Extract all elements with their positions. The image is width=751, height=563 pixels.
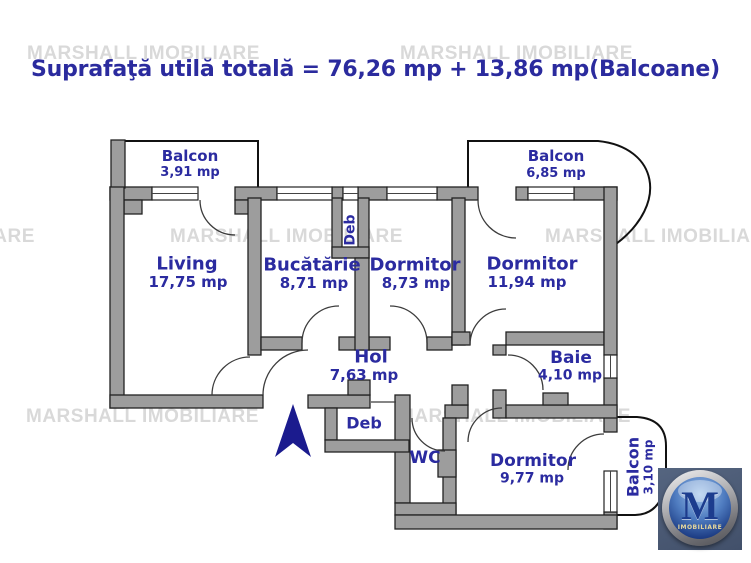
watermark-text: MARSHALL IMOBILIARE bbox=[545, 226, 751, 247]
room-area-bucatarie: 8,71 mp bbox=[279, 274, 349, 293]
windows bbox=[151, 186, 618, 513]
room-area-hol: 7,63 mp bbox=[329, 366, 399, 385]
watermark-text: MARSHALL IMOBILIARE bbox=[400, 43, 633, 64]
door-arcs bbox=[199, 199, 605, 471]
agency-logo: M IMOBILIARE bbox=[658, 468, 742, 550]
watermark-text: MARSHALL IMOBILIARE bbox=[170, 226, 403, 247]
room-area-dormitor-jos: 9,77 mp bbox=[499, 470, 565, 487]
room-area-baie: 4,10 mp bbox=[537, 367, 603, 384]
balcony-top-left-outline bbox=[111, 140, 259, 187]
room-label-balcon-jos-name: Balcon bbox=[623, 436, 643, 498]
agency-logo-ring: M IMOBILIARE bbox=[662, 470, 738, 546]
door-bucatarie bbox=[301, 305, 340, 344]
watermark-text: MARSHALL IMOBILIARE bbox=[26, 406, 259, 427]
room-area-dormitor-mare: 11,94 mp bbox=[487, 273, 567, 292]
room-label-living: Living bbox=[156, 253, 218, 275]
door-wc bbox=[411, 417, 446, 452]
room-label-hol: Hol bbox=[354, 346, 388, 368]
page-title: Suprafaţă utilă totală = 76,26 mp + 13,8… bbox=[31, 57, 720, 82]
agency-logo-circle: M IMOBILIARE bbox=[669, 477, 731, 539]
agency-logo-gloss bbox=[678, 480, 722, 502]
door-balcony-dormitor bbox=[477, 199, 517, 239]
agency-logo-subtext: IMOBILIARE bbox=[677, 524, 723, 531]
room-area-living: 17,75 mp bbox=[148, 273, 228, 292]
room-label-dormitor-mare: Dormitor bbox=[486, 253, 578, 275]
door-dormitor-977 bbox=[467, 407, 503, 443]
room-label-balcon-stanga-sus: Balcon bbox=[161, 147, 219, 166]
door-balcony-living bbox=[199, 199, 236, 236]
room-label-wc: WC bbox=[409, 448, 441, 469]
door-balcony-977 bbox=[567, 433, 605, 471]
balcony-top-right-outline bbox=[467, 140, 652, 245]
door-entry bbox=[262, 349, 309, 396]
room-area-balcon-jos: 3,10 mp bbox=[641, 439, 656, 495]
agency-logo-letter: M bbox=[681, 483, 719, 528]
room-area-dormitor-mic: 8,73 mp bbox=[381, 274, 451, 293]
door-living bbox=[211, 356, 251, 396]
north-arrow-icon bbox=[275, 404, 311, 457]
room-area-balcon-dreapta-sus: 6,85 mp bbox=[526, 166, 586, 182]
walls bbox=[109, 139, 618, 530]
watermark-text: MARSHALL IMOBILIARE bbox=[27, 43, 260, 64]
room-label-deb-jos: Deb bbox=[346, 413, 382, 433]
room-label-dormitor-jos: Dormitor bbox=[490, 451, 576, 472]
room-label-deb-sus: Deb bbox=[342, 214, 359, 246]
door-dormitor-873 bbox=[389, 305, 428, 344]
door-baie bbox=[507, 354, 544, 391]
room-label-balcon-jos: Balcon 3,10 mp bbox=[623, 436, 656, 498]
door-dormitor-1194 bbox=[469, 308, 507, 346]
watermark-text: MARSHALL IMOBILIARE bbox=[0, 226, 35, 247]
room-label-dormitor-mic: Dormitor bbox=[369, 254, 461, 276]
room-label-balcon-dreapta-sus: Balcon bbox=[527, 147, 585, 166]
room-label-baie: Baie bbox=[550, 348, 592, 369]
room-area-balcon-stanga-sus: 3,91 mp bbox=[160, 165, 220, 181]
room-label-bucatarie: Bucătărie bbox=[263, 254, 361, 276]
